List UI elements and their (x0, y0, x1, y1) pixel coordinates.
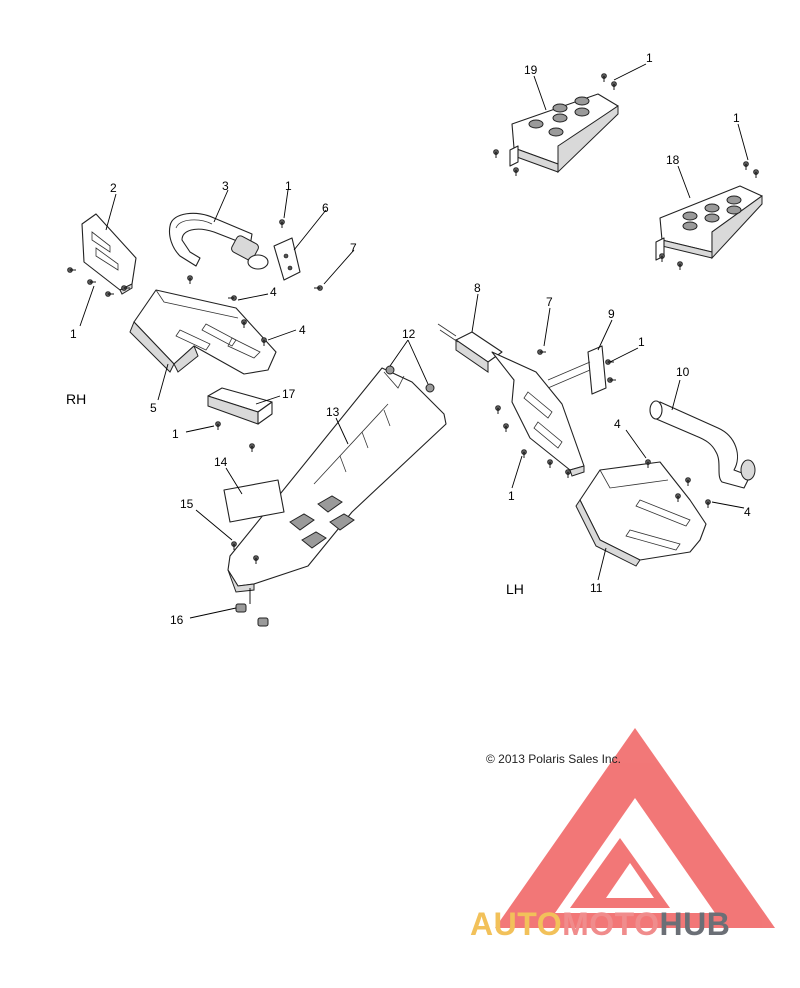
wordmark-moto: MOTO (562, 906, 660, 942)
part-10-tube (649, 400, 756, 489)
callout-1: 1 (508, 489, 515, 503)
callout-11: 11 (590, 581, 603, 595)
callout-4: 4 (744, 505, 751, 519)
callout-9: 9 (608, 307, 615, 321)
part-8-box (437, 323, 503, 373)
callout-10: 10 (676, 365, 690, 379)
callout-1: 1 (646, 51, 653, 65)
wordmark-auto: AUTO (470, 906, 563, 942)
callout-12: 12 (402, 327, 416, 341)
callout-7: 7 (546, 295, 553, 309)
callout-1: 1 (733, 111, 740, 125)
callout-2: 2 (110, 181, 117, 195)
copyright-notice: © 2013 Polaris Sales Inc. (486, 752, 621, 766)
part-9-plate (547, 345, 607, 395)
part-11-footrest (575, 461, 707, 567)
callout-19: 19 (524, 63, 538, 77)
part-13-skid-plate (227, 367, 447, 593)
part-5-footrest (129, 289, 277, 375)
callout-1: 1 (638, 335, 645, 349)
callout-18: 18 (666, 153, 680, 167)
wordmark-hub: HUB (659, 906, 731, 942)
callout-4: 4 (270, 285, 277, 299)
fasteners (67, 73, 759, 564)
callout-8: 8 (474, 281, 481, 295)
callout-17: 17 (282, 387, 296, 401)
part-6-plate (273, 237, 301, 281)
callout-16: 16 (170, 613, 184, 627)
callout-5: 5 (150, 401, 157, 415)
automotohub-logo-icon (495, 728, 775, 928)
lh-mount-bracket (491, 351, 585, 477)
callout-1: 1 (285, 179, 292, 193)
part-3-tube (168, 212, 269, 270)
callout-14: 14 (214, 455, 228, 469)
lh-side-label: LH (506, 581, 524, 597)
leader-lines (79, 63, 749, 619)
callout-15: 15 (180, 497, 194, 511)
callout-6: 6 (322, 201, 329, 215)
callout-3: 3 (222, 179, 229, 193)
callout-4: 4 (614, 417, 621, 431)
part-14-decal (223, 479, 285, 523)
callout-1: 1 (172, 427, 179, 441)
part-18-footrest-plate (655, 185, 763, 261)
callout-4: 4 (299, 323, 306, 337)
callout-13: 13 (326, 405, 340, 419)
rh-side-label: RH (66, 391, 86, 407)
callout-7: 7 (350, 241, 357, 255)
part-16-nuts (235, 603, 269, 627)
callout-labels: 1 1 1 1 1 1 1 2 3 4 4 4 4 5 6 7 7 8 9 10… (66, 51, 751, 627)
callout-1: 1 (70, 327, 77, 341)
part-19-footrest-plate (509, 93, 619, 174)
watermark-wordmark: AUTOMOTOHUB (470, 904, 800, 944)
part-17-angle-bracket (207, 387, 273, 425)
